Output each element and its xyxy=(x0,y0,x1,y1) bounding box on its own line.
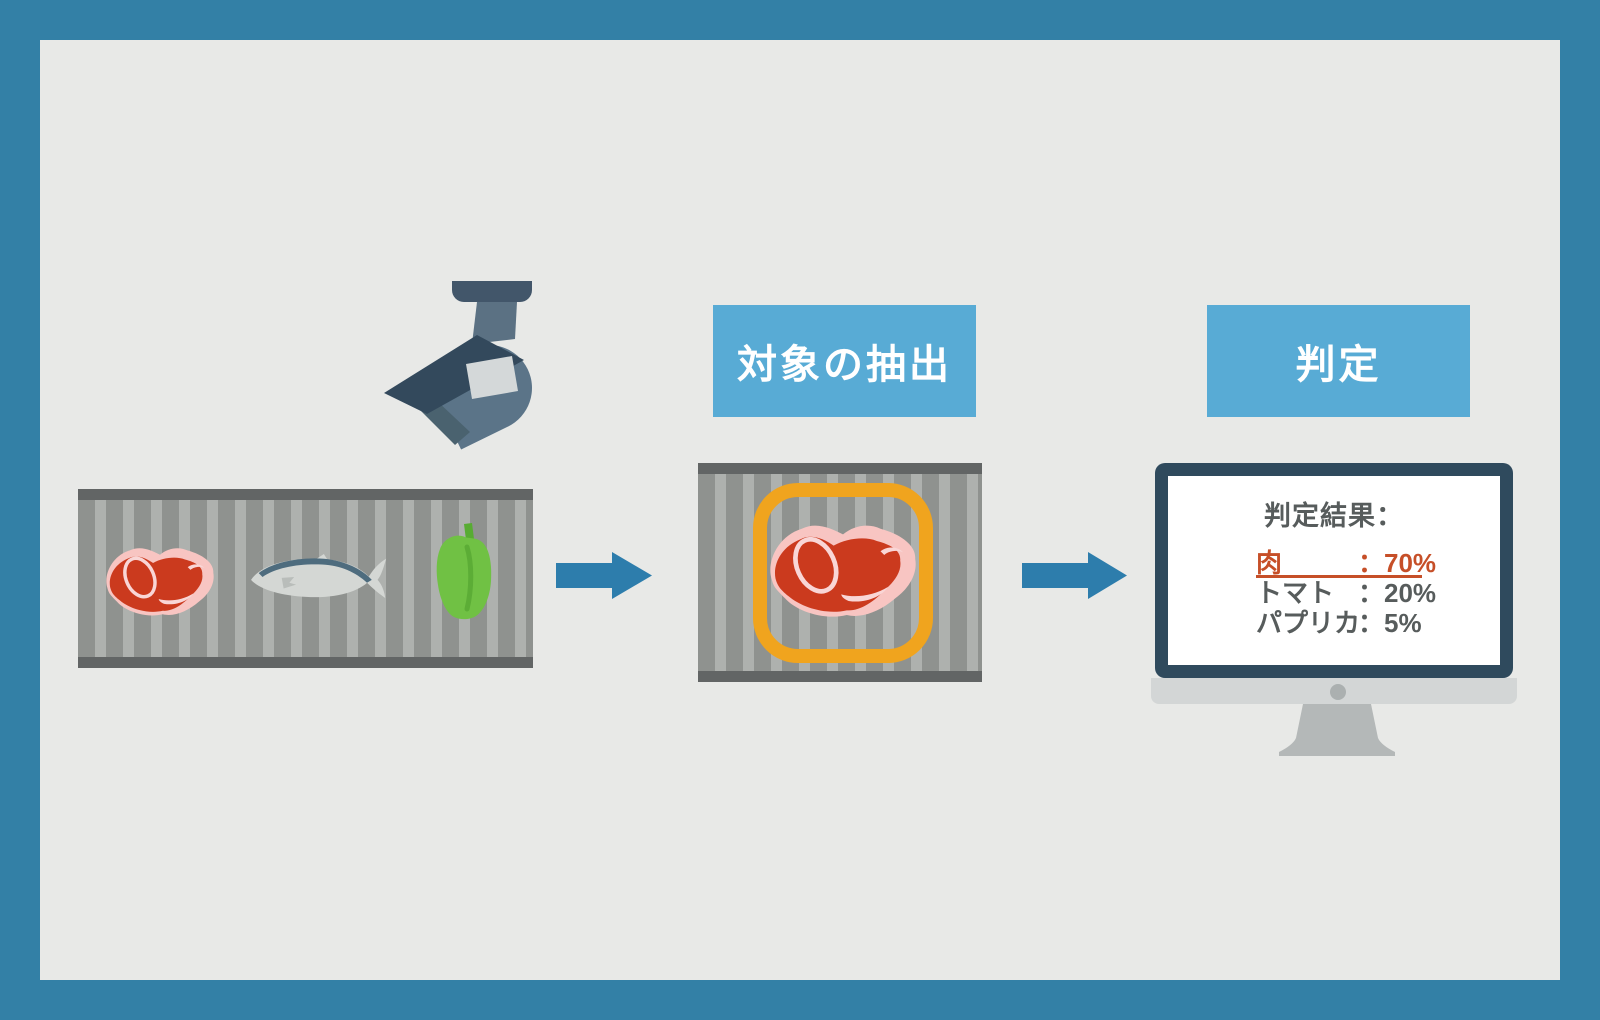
result-title: 判定結果： xyxy=(1264,501,1404,531)
step-label-extraction: 対象の抽出 xyxy=(713,305,976,417)
result-label: トマト xyxy=(1256,578,1335,608)
belt-edge xyxy=(698,671,982,682)
result-row-paprika: パプリカ：5% xyxy=(1256,610,1422,636)
fish-icon xyxy=(251,553,387,599)
diagram-canvas: 対象の抽出 判定 判定結果： xyxy=(40,40,1560,980)
result-row-meat: 肉 ：70% xyxy=(1256,550,1436,576)
step-label-judgment-text: 判定 xyxy=(1295,343,1382,387)
meat-icon xyxy=(770,525,916,617)
detection-highlight-box xyxy=(753,483,933,663)
conveyor-belt-input xyxy=(78,489,533,668)
monitor-stand xyxy=(1279,704,1395,756)
arrow-right-icon xyxy=(1022,552,1127,599)
result-label: パプリカ xyxy=(1256,608,1361,638)
monitor-screen: 判定結果： 肉 ：70% トマト ：20% パプリカ：5% xyxy=(1168,476,1500,665)
security-camera-icon xyxy=(384,281,532,450)
belt-edge xyxy=(698,463,982,474)
result-highlight-underline xyxy=(1256,575,1422,578)
meat-icon xyxy=(106,548,214,616)
arrow-right-icon xyxy=(556,552,652,599)
green-pepper-icon xyxy=(436,523,492,620)
result-value: ：70% xyxy=(1358,548,1437,578)
monitor-camera-dot xyxy=(1330,684,1346,700)
result-value: ：5% xyxy=(1358,608,1422,638)
step-label-judgment: 判定 xyxy=(1207,305,1470,417)
result-label: 肉 xyxy=(1256,548,1283,578)
result-row-tomato: トマト ：20% xyxy=(1256,580,1436,606)
result-value: ：20% xyxy=(1358,578,1437,608)
step-label-extraction-text: 対象の抽出 xyxy=(737,343,952,387)
conveyor-belt-extracted xyxy=(698,463,982,682)
belt-edge xyxy=(78,489,533,500)
belt-edge xyxy=(78,657,533,668)
